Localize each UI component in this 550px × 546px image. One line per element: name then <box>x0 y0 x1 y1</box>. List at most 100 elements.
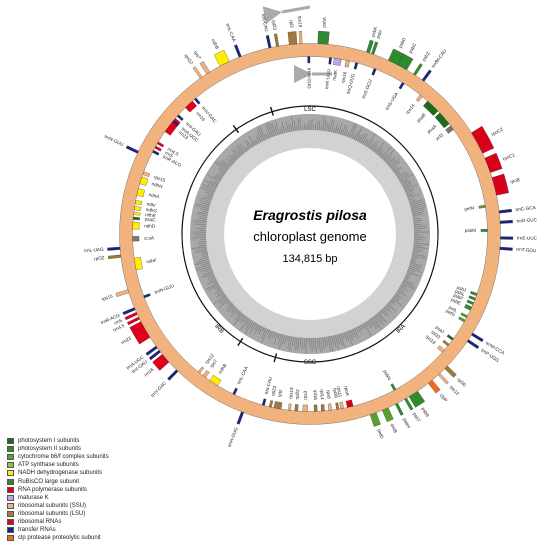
gc-spike <box>230 154 237 161</box>
gene-block-psbf <box>466 299 474 305</box>
gene-label: rps15 <box>101 293 114 301</box>
gc-spike <box>411 207 426 211</box>
gc-spike <box>338 333 343 346</box>
gene-label: ndhA <box>148 192 161 200</box>
legend-swatch <box>7 486 14 493</box>
gene-block-psaj <box>446 334 454 341</box>
gene-block-rps19 <box>288 403 292 411</box>
gene-label: psbJ <box>456 285 467 293</box>
gc-spike <box>199 216 208 218</box>
gc-spike <box>279 129 282 135</box>
gene-label: ndhB <box>211 38 220 50</box>
gene-block-psbh <box>395 402 404 416</box>
gene-label: rpl32 <box>94 255 105 261</box>
gene-label: trnH-GUG <box>307 68 312 89</box>
gene-label: rrn5 <box>164 150 174 159</box>
gene-label: psaJ <box>434 324 445 334</box>
gene-block-trnn-guu <box>143 293 151 299</box>
gene-label: petG <box>445 308 457 317</box>
gc-spike <box>410 258 416 261</box>
gc-spike <box>199 244 207 246</box>
gene-block-ndhi <box>134 200 143 206</box>
gc-spike <box>350 329 355 338</box>
gc-spike <box>340 128 343 135</box>
gc-spike <box>413 227 427 229</box>
gene-block-rpl2 <box>287 31 298 45</box>
gc-spike <box>202 251 208 254</box>
region-label-irb: IRB <box>213 324 224 335</box>
gc-spike <box>387 303 397 312</box>
gc-spike <box>372 316 382 330</box>
gc-spike <box>403 279 414 285</box>
gc-spike <box>207 284 220 291</box>
gene-label: trnI-CAU <box>261 14 270 33</box>
legend-item: RuBisCO large subunit <box>7 477 157 485</box>
gc-spike <box>324 119 327 132</box>
gene-block-petn <box>478 204 486 209</box>
gene-label: trnQ-UUG <box>346 73 356 95</box>
legend-label: photosystem II subunits <box>18 446 82 453</box>
gene-label: psbT <box>412 412 422 424</box>
gc-spike <box>214 161 228 172</box>
gene-label: rpl36 <box>332 387 339 398</box>
gc-spike <box>398 174 410 181</box>
gc-spike <box>209 180 219 186</box>
gene-label: petN <box>464 205 474 211</box>
gc-spike <box>361 323 365 329</box>
gc-spike <box>202 210 209 213</box>
gene-label: psaC <box>145 217 157 223</box>
gc-spike <box>373 147 378 153</box>
region-boundary-tick <box>237 337 244 347</box>
gc-spike <box>292 336 294 346</box>
region-label-ssc: SSC <box>304 360 317 366</box>
gc-spike <box>376 313 384 322</box>
gc-spike <box>398 172 409 180</box>
gene-label: trnL-UAG <box>84 247 104 253</box>
gc-spike <box>214 288 222 294</box>
gc-spike <box>317 337 319 349</box>
gene-label: rpl20 <box>456 377 467 388</box>
legend-swatch <box>7 478 14 485</box>
gene-block-trnv-gac <box>194 97 201 105</box>
gene-label: rpl22 <box>294 389 300 400</box>
gc-spike <box>259 126 267 140</box>
gc-spike <box>234 309 240 315</box>
gene-block-ndhb <box>209 374 222 386</box>
gc-spike <box>381 154 388 160</box>
gc-spike <box>387 156 396 165</box>
gc-spike <box>353 328 359 339</box>
gene-label: rpoC2 <box>490 126 504 137</box>
gene-block-trne-uuc <box>500 236 514 240</box>
gc-spike <box>271 123 277 136</box>
gc-spike <box>369 143 374 149</box>
gc-spike <box>405 189 415 194</box>
gc-spike <box>219 173 224 177</box>
gc-spike <box>246 146 250 151</box>
gc-spike <box>207 194 214 197</box>
gc-spike <box>358 325 363 332</box>
gc-spike <box>303 337 305 349</box>
gc-spike <box>299 337 302 347</box>
gc-spike <box>379 152 384 157</box>
gene-block-rpl23 <box>273 33 280 47</box>
gc-spike <box>341 124 346 136</box>
region-ticks <box>232 106 278 363</box>
gc-spike <box>360 133 366 144</box>
gene-block-rpl2 <box>273 401 283 410</box>
gc-spike <box>205 269 213 273</box>
gc-spike <box>334 334 340 350</box>
legend-label: clp protease proteolytic subunit <box>18 535 101 542</box>
legend-label: RNA polymerase subunits <box>18 486 88 493</box>
gc-spike <box>413 244 423 247</box>
gc-spike <box>391 166 397 171</box>
gc-spike <box>336 334 340 345</box>
legend-swatch <box>7 470 14 477</box>
gene-block-trni-gau <box>148 349 161 361</box>
gc-spike <box>396 291 401 296</box>
gene-block-rps12 <box>197 366 205 374</box>
gene-block-rps7 <box>199 61 211 75</box>
gc-spike <box>232 153 239 160</box>
gene-block-rpl20 <box>444 365 457 378</box>
gc-spike <box>198 241 207 243</box>
